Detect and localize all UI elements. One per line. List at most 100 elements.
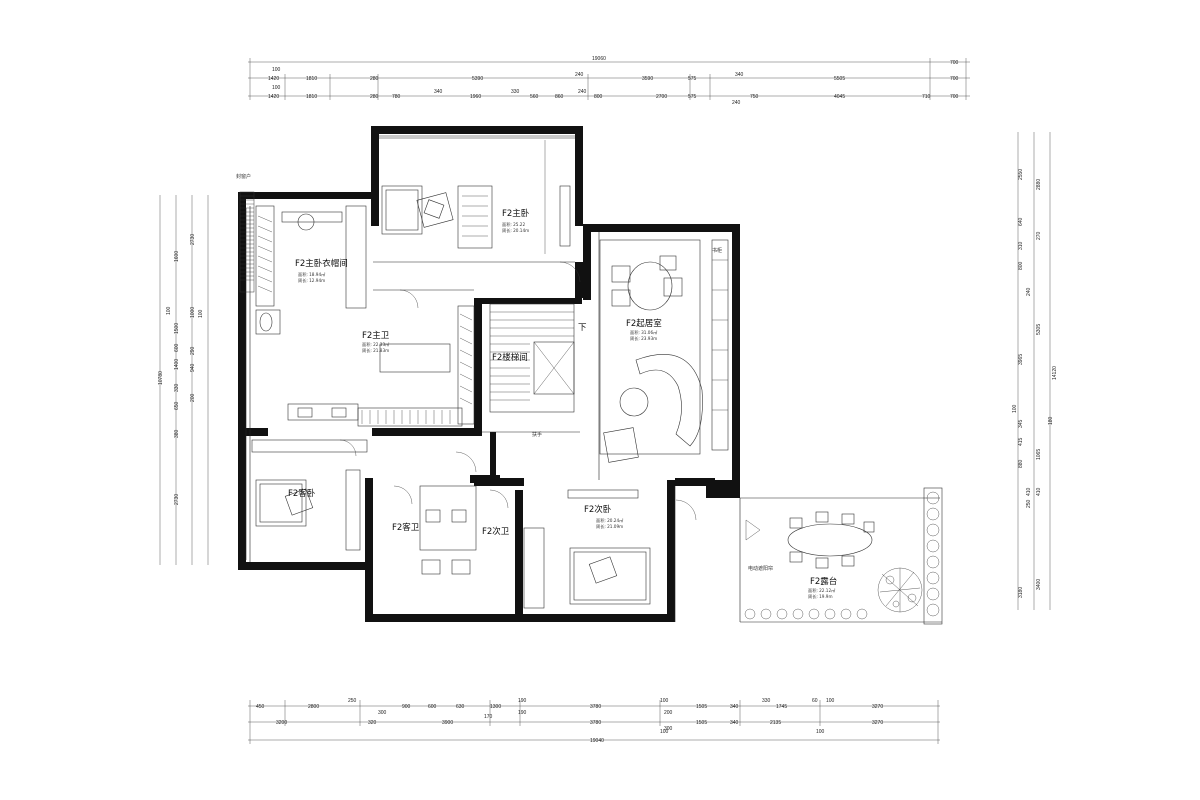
dim-bottom: 630 bbox=[456, 704, 465, 710]
dim-left: 10780 bbox=[158, 371, 164, 385]
dim-left: 650 bbox=[174, 401, 180, 410]
dim-right: 250 bbox=[1026, 499, 1032, 508]
dim-top: 1420 bbox=[268, 76, 279, 82]
window-seal-note: 封窗户 bbox=[236, 173, 251, 180]
dim-bottom: 1505 bbox=[696, 720, 707, 726]
dim-top: 5390 bbox=[472, 76, 483, 82]
dim-right: 3180 bbox=[1018, 587, 1024, 598]
dim-right: 2880 bbox=[1036, 179, 1042, 190]
dim-top: 280 bbox=[370, 76, 379, 82]
dim-top: 700 bbox=[950, 94, 959, 100]
room-area: 面积: 25.22 bbox=[502, 221, 525, 228]
electric-door-note: 电动遮阳帘 bbox=[748, 565, 773, 572]
dim-total-bottom: 19040 bbox=[590, 738, 604, 744]
room-name: F2客卫 bbox=[392, 522, 420, 533]
room-name: F2次卧 bbox=[584, 504, 612, 515]
living-room: F2起居室 面积: 31.06㎡ 周长: 23.93m 书柜 bbox=[599, 239, 729, 463]
dim-bottom: 170 bbox=[484, 714, 493, 720]
dim-right: 2550 bbox=[1018, 169, 1024, 180]
stairwell: F2楼梯间 下 扶手 bbox=[489, 303, 587, 438]
dim-right: 640 bbox=[1018, 217, 1024, 226]
dim-top: 3590 bbox=[642, 76, 653, 82]
dim-bottom: 3780 bbox=[590, 720, 601, 726]
dim-top: 560 bbox=[530, 94, 539, 100]
dim-right: 800 bbox=[1018, 261, 1024, 270]
dim-bottom: 3900 bbox=[442, 720, 453, 726]
dim-top: 860 bbox=[555, 94, 564, 100]
dim-left: 1400 bbox=[174, 359, 180, 370]
dim-left: 1000 bbox=[190, 307, 196, 318]
dim-bottom: 900 bbox=[402, 704, 411, 710]
dim-top: 240 bbox=[578, 89, 587, 95]
dim-bottom: 3780 bbox=[590, 704, 601, 710]
dim-bottom: 340 bbox=[730, 720, 739, 726]
stair-down-note: 下 bbox=[578, 323, 587, 333]
dim-left: 290 bbox=[190, 346, 196, 355]
dim-right: 880 bbox=[1018, 459, 1024, 468]
dim-top: 1420 bbox=[268, 94, 279, 100]
doors bbox=[339, 261, 697, 521]
walkin-closet: F2主卧衣帽间 面积: 18.94㎡ 周长: 12.94m 封窗户 bbox=[236, 173, 367, 309]
dim-bottom: 3270 bbox=[872, 720, 883, 726]
dim-left: 2730 bbox=[190, 234, 196, 245]
dim-bottom: 190 bbox=[518, 698, 527, 704]
room-area: 面积: 31.06㎡ bbox=[630, 329, 658, 336]
dim-bottom: 100 bbox=[816, 729, 825, 735]
dim-right: 270 bbox=[1036, 231, 1042, 240]
dim-top: 710 bbox=[922, 94, 931, 100]
dim-top: 340 bbox=[735, 72, 744, 78]
walls bbox=[238, 126, 740, 622]
dim-left: 2730 bbox=[174, 494, 180, 505]
room-name: F2次卫 bbox=[482, 526, 510, 537]
dim-right: 3400 bbox=[1036, 579, 1042, 590]
glass-lines bbox=[245, 135, 942, 623]
dim-bottom: 1300 bbox=[490, 704, 501, 710]
dim-right: 1065 bbox=[1036, 449, 1042, 460]
second-bedroom: F2次卧 面积: 20.24㎡ 周长: 21.09m bbox=[523, 489, 651, 609]
dim-bottom: 190 bbox=[518, 710, 527, 716]
dim-left: 200 bbox=[190, 393, 196, 402]
handrail-note: 扶手 bbox=[532, 431, 542, 438]
plant-icon bbox=[877, 567, 923, 613]
dim-bottom: 1745 bbox=[776, 704, 787, 710]
dim-top: 1810 bbox=[306, 76, 317, 82]
dim-total-top: 19060 bbox=[592, 56, 606, 62]
dim-bottom: 3270 bbox=[872, 704, 883, 710]
room-area: 面积: 20.24㎡ bbox=[596, 517, 624, 524]
dim-bottom: 340 bbox=[730, 704, 739, 710]
dim-bottom: 60 bbox=[812, 698, 818, 704]
master-bath: F2主卫 面积: 22.33㎡ 周长: 21.83m bbox=[255, 305, 475, 427]
dim-right: 5305 bbox=[1036, 324, 1042, 335]
top-dimensions: 19060 700 100 1420 1810 280 5390 240 359… bbox=[248, 56, 970, 106]
dim-left: 1500 bbox=[174, 323, 180, 334]
dim-right: 100 bbox=[1012, 404, 1018, 413]
dim-top: 100 bbox=[272, 85, 281, 91]
dim-bottom: 320 bbox=[368, 720, 377, 726]
room-area: 面积: 22.33㎡ bbox=[362, 341, 390, 348]
room-name: F2主卧衣帽间 bbox=[295, 258, 348, 269]
room-name: F2主卧 bbox=[502, 208, 530, 219]
dim-right: 180 bbox=[1048, 416, 1054, 425]
dim-bottom: 300 bbox=[378, 710, 387, 716]
room-area: 面积: 18.94㎡ bbox=[298, 271, 326, 278]
right-dimensions: 2550 2880 640 310 270 800 240 5305 14120… bbox=[1012, 132, 1058, 610]
dim-right: 310 bbox=[1018, 241, 1024, 250]
dim-left: 100 bbox=[166, 306, 172, 315]
dim-bottom: 300 bbox=[664, 726, 673, 732]
dim-top: 1810 bbox=[306, 94, 317, 100]
dim-left: 940 bbox=[190, 363, 196, 372]
dim-top: 5505 bbox=[834, 76, 845, 82]
dim-bottom: 100 bbox=[660, 729, 669, 735]
dim-right: 415 bbox=[1018, 437, 1024, 446]
room-perimeter: 周长: 21.09m bbox=[596, 523, 623, 530]
dim-top: 340 bbox=[434, 89, 443, 95]
room-perimeter: 周长: 12.94m bbox=[298, 277, 325, 284]
dim-bottom: 100 bbox=[826, 698, 835, 704]
dim-right: 410 bbox=[1026, 487, 1032, 496]
master-bedroom: F2主卧 面积: 25.22 周长: 20.14m bbox=[381, 140, 571, 254]
dim-top: 575 bbox=[688, 76, 697, 82]
room-name: F2楼梯间 bbox=[492, 352, 528, 363]
dim-bottom: 600 bbox=[428, 704, 437, 710]
dim-top: 100 bbox=[272, 67, 281, 73]
